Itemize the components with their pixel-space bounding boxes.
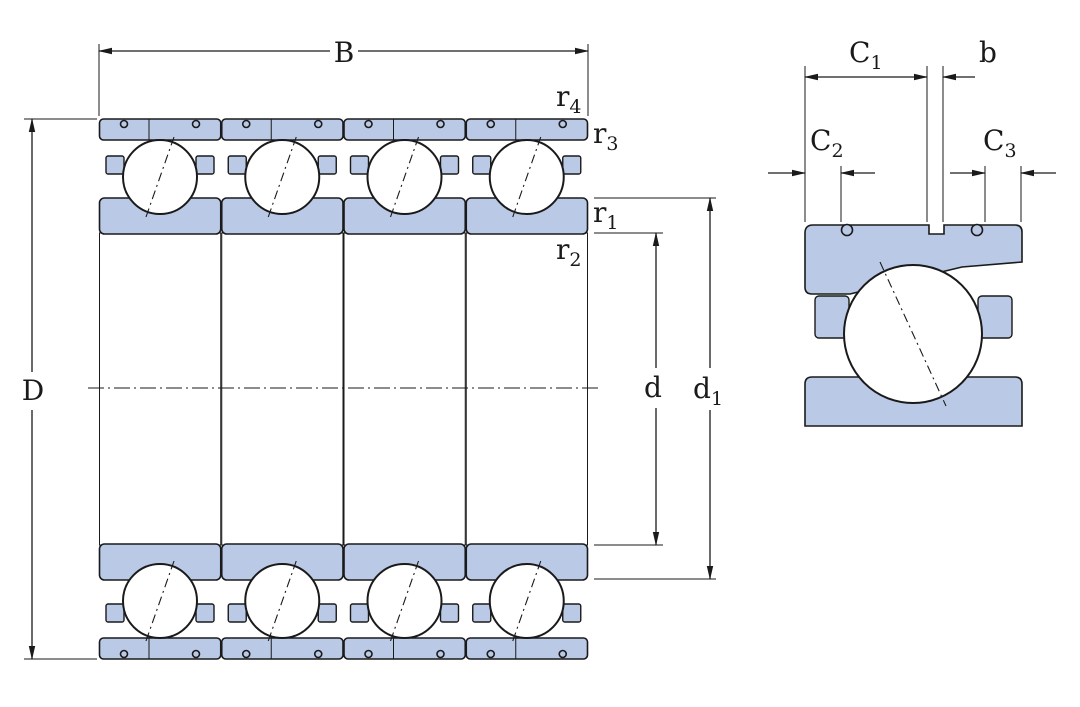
detail-outer-ring <box>804 224 1023 295</box>
label-r1: r1 <box>593 196 618 234</box>
bearing-body-1 <box>99 232 222 546</box>
outer-ring-bottom-4 <box>465 637 589 660</box>
cage-right-bottom-2 <box>317 603 337 623</box>
bearing-body-2 <box>221 232 344 546</box>
label-B: B <box>334 36 355 69</box>
outer-ring-bottom-1 <box>98 637 222 660</box>
bearing-body-3 <box>343 232 466 546</box>
label-D: D <box>22 374 44 407</box>
cage-right-top-1 <box>195 155 215 175</box>
bearing-set-view <box>98 118 589 660</box>
cage-left-top-1 <box>105 155 125 175</box>
cage-right-bottom-1 <box>195 603 215 623</box>
cage-left-top-3 <box>349 155 370 175</box>
dimension-labels: B D d d1 r4 r3 r1 r2 <box>22 36 723 410</box>
label-r4: r4 <box>556 80 581 118</box>
label-C3: C3 <box>983 124 1017 162</box>
label-r2: r2 <box>556 233 581 271</box>
detail-section-view: C1 b C2 C3 <box>768 36 1056 427</box>
detail-cage-right <box>977 295 1013 339</box>
label-C1: C1 <box>849 36 883 74</box>
cage-right-top-4 <box>562 155 582 175</box>
cage-right-bottom-3 <box>439 603 460 623</box>
cage-left-bottom-3 <box>349 603 370 623</box>
dimension-lines <box>24 44 716 660</box>
label-C2: C2 <box>810 124 844 162</box>
label-r3: r3 <box>593 117 618 155</box>
cage-left-bottom-2 <box>227 603 247 623</box>
outer-ring-bottom-2 <box>220 637 344 660</box>
outer-ring-top-2 <box>220 118 344 141</box>
outer-ring-top-4 <box>465 118 589 141</box>
outer-ring-top-3 <box>343 118 467 141</box>
cage-left-top-4 <box>472 155 492 175</box>
cage-right-top-3 <box>439 155 460 175</box>
outer-ring-top-1 <box>98 118 222 141</box>
label-b: b <box>979 36 997 69</box>
outer-ring-bottom-3 <box>343 637 467 660</box>
cage-left-bottom-4 <box>472 603 492 623</box>
cage-right-bottom-4 <box>562 603 582 623</box>
label-d: d <box>644 371 662 404</box>
cage-right-top-2 <box>317 155 337 175</box>
cage-left-top-2 <box>227 155 247 175</box>
bearing-body-4 <box>465 232 588 546</box>
label-d1: d1 <box>693 372 723 410</box>
cage-left-bottom-1 <box>105 603 125 623</box>
